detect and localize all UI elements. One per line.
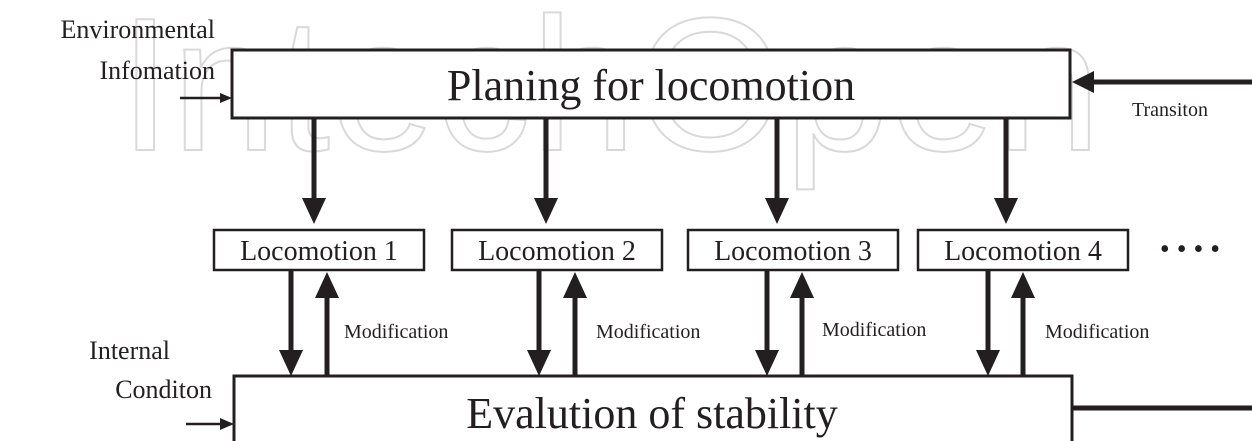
- locomotion-box-3: [686, 228, 900, 272]
- locomotion-label-4: Locomotion 4: [944, 236, 1102, 267]
- locomotion-label-2: Locomotion 2: [478, 236, 636, 267]
- env-info-line2: Infomation: [99, 56, 215, 85]
- internal-condition-line2: Conditon: [115, 375, 212, 404]
- locomotion-box-2: [450, 228, 664, 272]
- plan-to-locomotion-arrow-2: [534, 118, 558, 224]
- planning-box: [230, 48, 1072, 120]
- locomotion-box-1: [212, 228, 426, 272]
- modification-label-1: Modification: [344, 321, 448, 343]
- env-info-line1: Environmental: [60, 15, 215, 44]
- transition-arrow: [1072, 71, 1252, 93]
- modification-arrow-3: [790, 272, 814, 376]
- internal-condition-line1: Internal: [89, 336, 170, 365]
- modification-label-2: Modification: [596, 321, 700, 343]
- planning-box-label: Planing for locomotion: [447, 61, 855, 110]
- locomotion-box-4: [916, 228, 1130, 272]
- plan-to-locomotion-arrow-4: [994, 118, 1018, 224]
- locomotion-label-3: Locomotion 3: [714, 236, 872, 267]
- locomotion-to-eval-arrow-3: [755, 270, 779, 376]
- modification-arrow-4: [1011, 272, 1035, 376]
- evaluation-box-label: Evalution of stability: [466, 389, 838, 438]
- modification-label-4: Modification: [1045, 321, 1149, 343]
- locomotion-to-eval-arrow-4: [976, 270, 1000, 376]
- internal-condition-arrow: [186, 418, 234, 430]
- plan-to-locomotion-arrow-3: [765, 118, 789, 224]
- ellipsis: • • • •: [1160, 234, 1220, 265]
- modification-arrow-1: [315, 272, 339, 376]
- plan-to-locomotion-arrow-1: [302, 118, 326, 224]
- locomotion-to-eval-arrow-2: [527, 270, 551, 376]
- modification-arrow-2: [563, 272, 587, 376]
- env-info-arrow: [180, 93, 232, 103]
- locomotion-label-1: Locomotion 1: [240, 236, 398, 267]
- modification-label-3: Modification: [822, 319, 926, 341]
- locomotion-to-eval-arrow-1: [279, 270, 303, 376]
- transition-label: Transiton: [1132, 99, 1208, 121]
